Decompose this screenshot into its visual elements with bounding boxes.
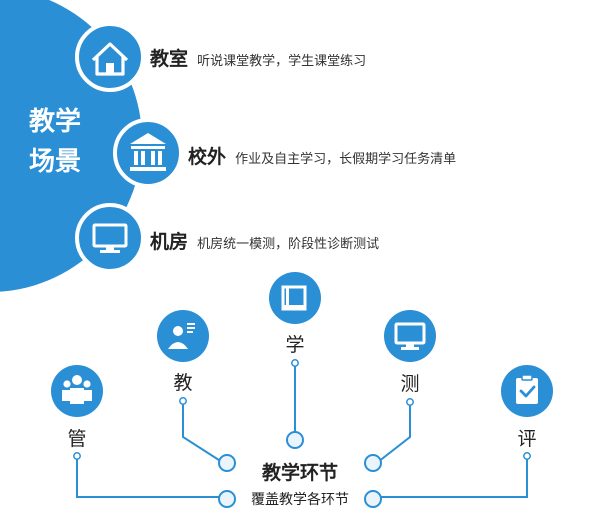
junction-rings — [218, 431, 382, 508]
scene-desc: 听说课堂教学，学生课堂练习 — [197, 54, 367, 69]
link-node-jiao — [157, 310, 209, 362]
scene-name: 教室 — [150, 48, 189, 70]
link-node-ping — [501, 365, 553, 417]
scene-row-classroom: 教室 听说课堂教学，学生课堂练习 — [150, 44, 366, 71]
link-label-xue: 学 — [285, 334, 305, 356]
monitor-icon — [394, 322, 426, 350]
line-ping — [378, 456, 528, 498]
link-node-ce — [384, 310, 436, 362]
scene-desc: 机房统一模测，阶段性诊断测试 — [197, 237, 380, 252]
people-icon — [62, 375, 92, 404]
section-title-line2: 场景 — [28, 147, 81, 177]
center-title: 教学环节 — [261, 462, 338, 484]
center-subtitle: 覆盖教学各环节 — [251, 492, 349, 508]
clipboard-check-icon — [516, 374, 538, 404]
endpoint-dots — [73, 359, 531, 460]
section-title-line1: 教学 — [28, 107, 81, 137]
teacher-icon — [168, 323, 195, 349]
scene-row-lab: 机房 机房统一模测，阶段性诊断测试 — [150, 227, 379, 254]
connector-lines — [76, 363, 528, 498]
link-node-guan — [51, 365, 103, 417]
book-icon — [281, 285, 307, 311]
building-icon — [130, 133, 166, 171]
line-jiao — [182, 401, 223, 463]
scene-icon-classroom — [75, 22, 145, 92]
line-guan — [76, 456, 222, 498]
link-label-jiao: 教 — [173, 372, 193, 394]
link-label-guan: 管 — [67, 428, 87, 450]
line-ce — [377, 402, 411, 463]
link-label-ping: 评 — [517, 428, 537, 450]
scene-icon-outside — [113, 118, 183, 188]
monitor-icon — [92, 223, 128, 253]
scene-icon-lab — [75, 203, 145, 273]
scene-desc: 作业及自主学习，长假期学习任务清单 — [235, 152, 457, 167]
house-icon — [91, 42, 129, 76]
scene-name: 校外 — [188, 146, 227, 168]
link-label-ce: 测 — [400, 373, 420, 395]
section-title: 教学 场景 — [0, 102, 110, 182]
link-node-xue — [269, 272, 321, 324]
scene-row-outside: 校外 作业及自主学习，长假期学习任务清单 — [188, 142, 456, 169]
scene-name: 机房 — [150, 231, 189, 253]
